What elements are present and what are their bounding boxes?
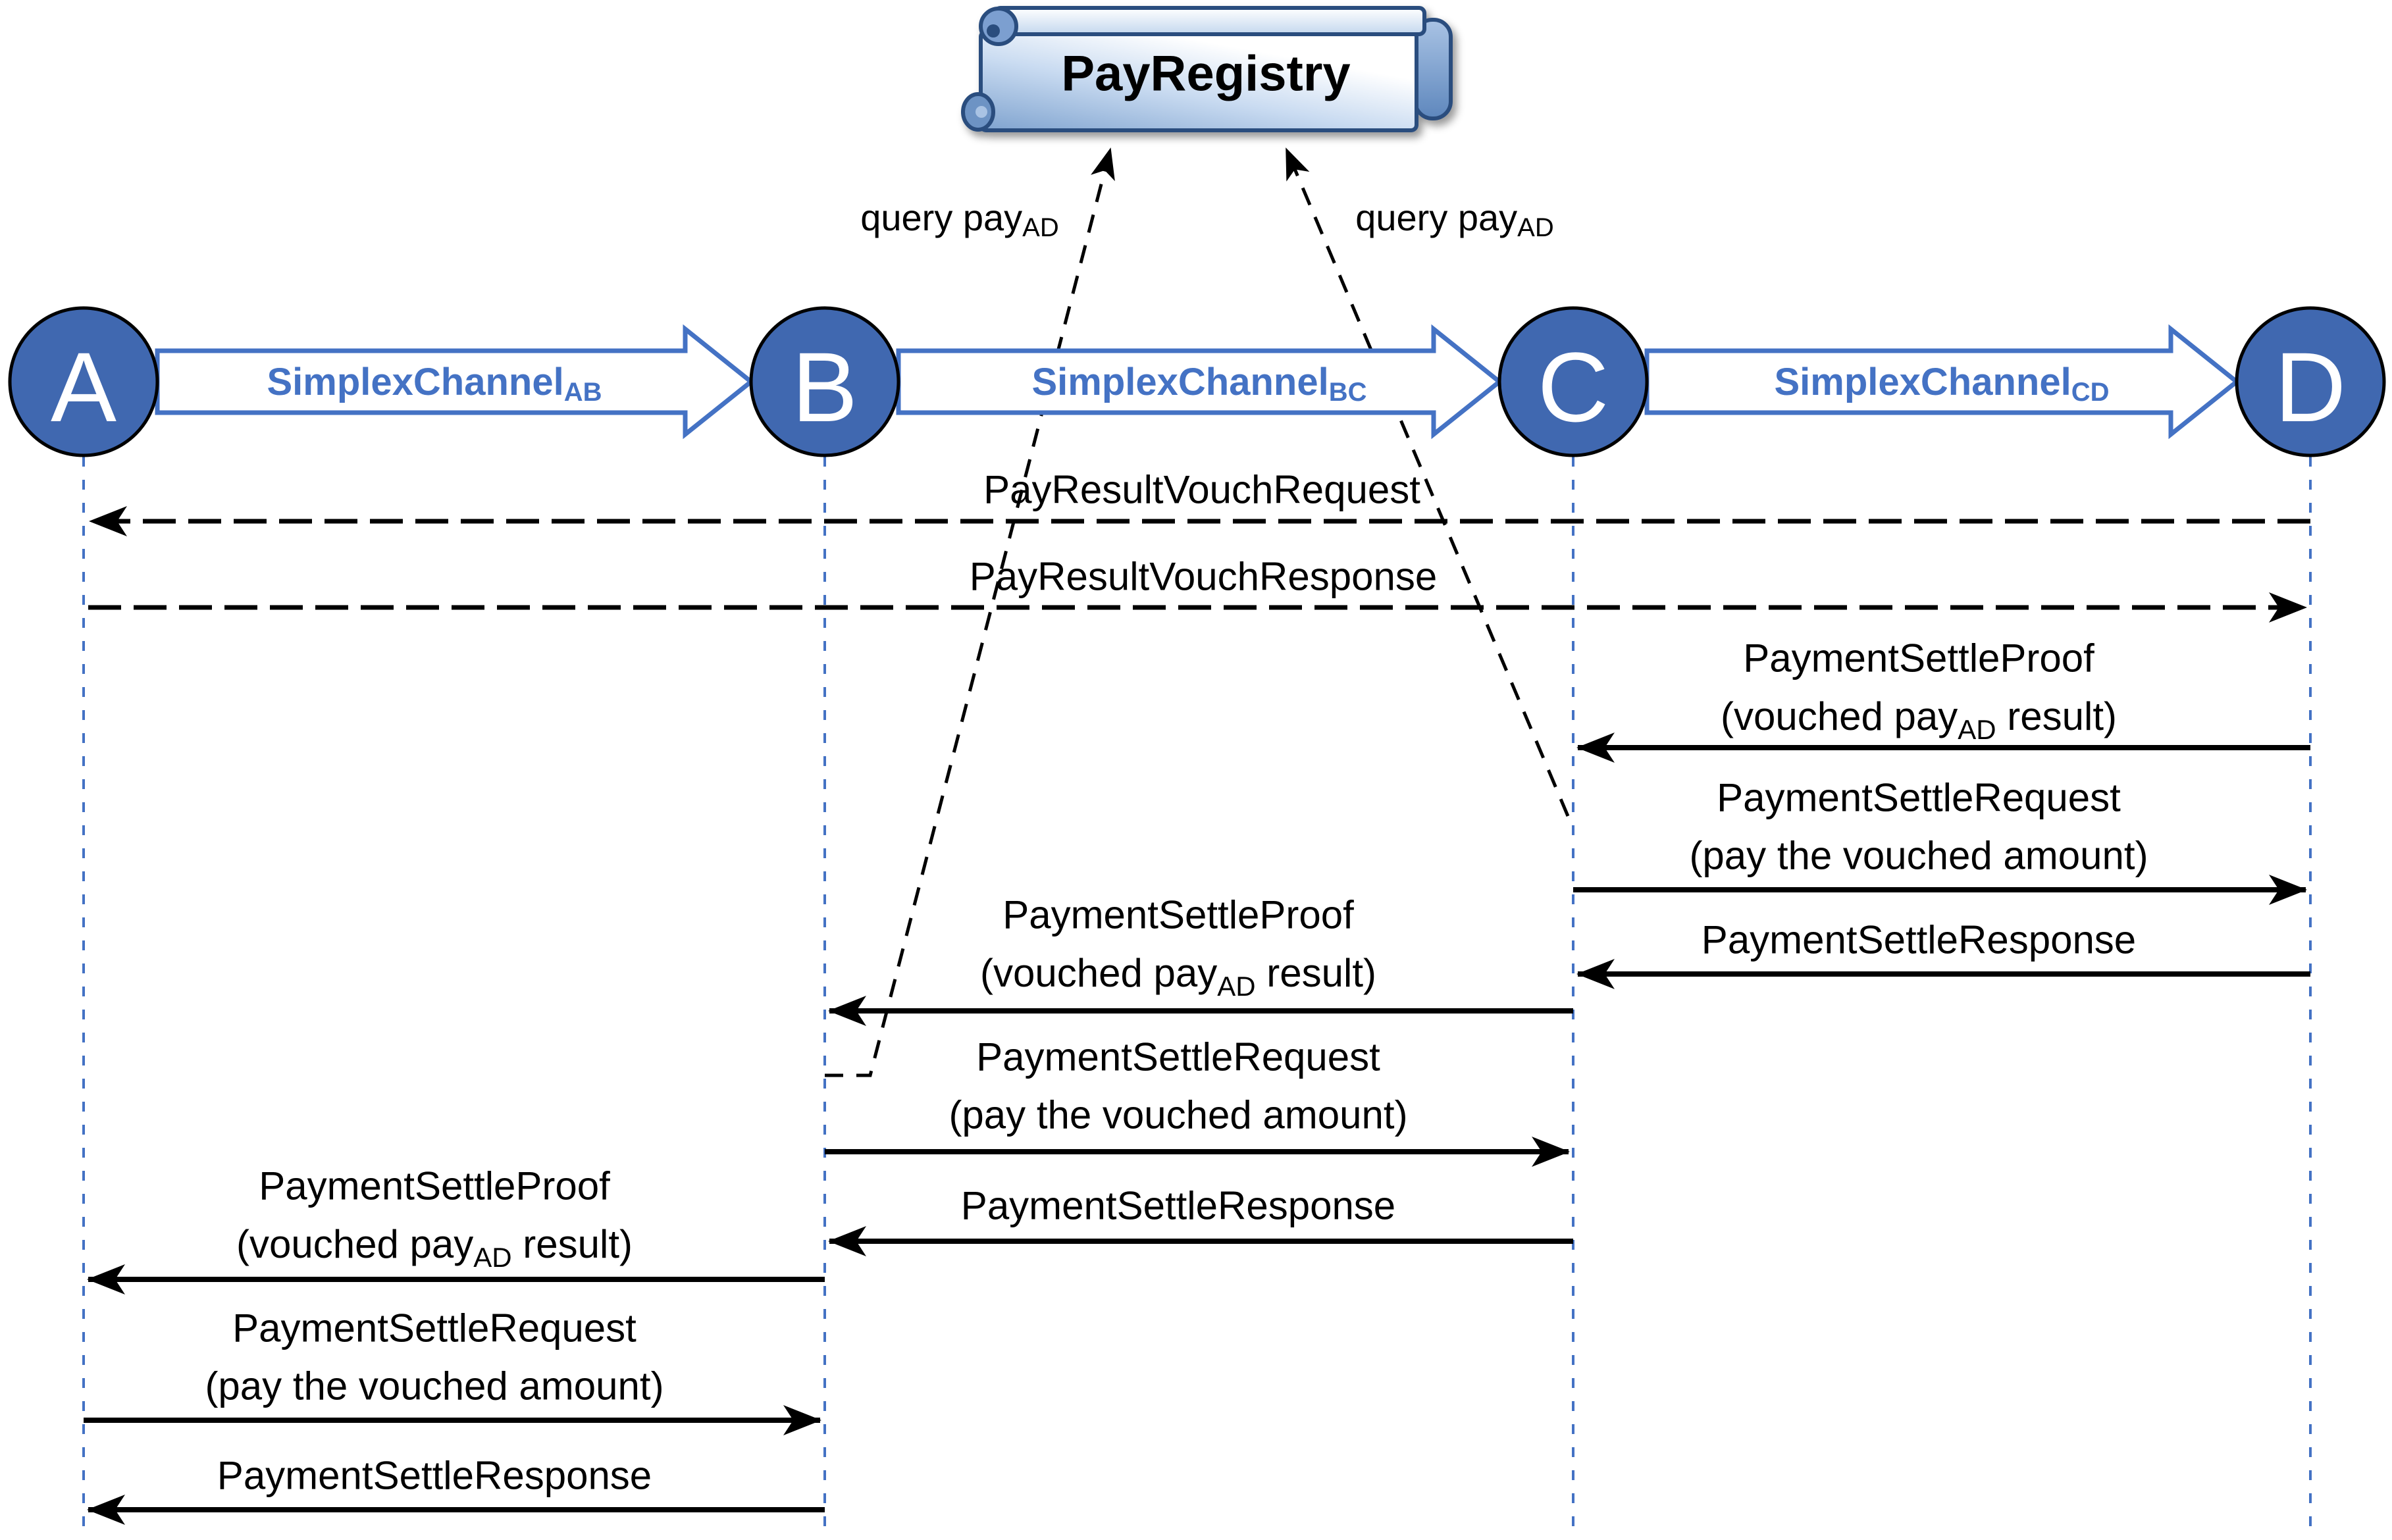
channel-cd-arrow: [1644, 324, 2241, 440]
settle-response-label: PaymentSettleResponse: [1702, 918, 2136, 962]
settle-proof-label: PaymentSettleProof: [259, 1164, 610, 1208]
settle-response-label: PaymentSettleResponse: [961, 1184, 1395, 1228]
channel-bc-label: SimplexChannelBC: [1031, 361, 1366, 407]
query-arrow-right: [1284, 147, 1570, 817]
channel-ab-label: SimplexChannelAB: [267, 361, 602, 407]
message-pay-result-vouch-request: PayResultVouchRequest: [89, 468, 2310, 536]
node-a-circle: [8, 306, 159, 457]
pay-registry: PayRegistry: [961, 6, 1453, 132]
settle-request-label: PaymentSettleRequest: [976, 1035, 1380, 1079]
query-label-right: query payAD: [1355, 197, 1554, 243]
node-a-label: A: [51, 332, 117, 442]
node-c-circle: [1497, 306, 1649, 457]
vouch-response-label: PayResultVouchResponse: [970, 555, 1437, 599]
lifelines: [82, 457, 2312, 1535]
settle-group-cd: PaymentSettleProof (vouched payAD result…: [1573, 636, 2310, 989]
registry-scroll-bottom-roll-core: [975, 106, 987, 118]
nodes: A B C D: [8, 306, 2386, 457]
node-b-label: B: [792, 332, 858, 442]
settle-proof-label: PaymentSettleProof: [1743, 636, 2094, 680]
settle-response-label: PaymentSettleResponse: [217, 1454, 652, 1498]
settle-group-ab: PaymentSettleProof (vouched payAD result…: [84, 1164, 825, 1525]
node-c-label: C: [1538, 332, 1609, 442]
channel-cd-label: SimplexChannelCD: [1774, 361, 2109, 407]
query-label-left: query payAD: [860, 197, 1059, 243]
node-b-circle: [749, 306, 900, 457]
settle-group-bc: PaymentSettleProof (vouched payAD result…: [825, 893, 1573, 1256]
registry-queries: query payAD query payAD: [825, 147, 1570, 1077]
query-arrow-left: [825, 147, 1115, 1077]
registry-scroll-top-band: [993, 6, 1426, 36]
message-pay-result-vouch-response: PayResultVouchResponse: [88, 555, 2307, 623]
settle-proof-label: PaymentSettleProof: [1002, 893, 1354, 937]
settle-proof-note: (vouched payAD result): [236, 1222, 633, 1273]
vouch-request-label: PayResultVouchRequest: [983, 468, 1420, 512]
registry-scroll-top-curl-hook: [987, 24, 1000, 38]
settle-request-label: PaymentSettleRequest: [1717, 776, 2121, 820]
pay-registry-title: PayRegistry: [1061, 46, 1350, 102]
settle-request-note: (pay the vouched amount): [1689, 834, 2148, 878]
settle-proof-note: (vouched payAD result): [1721, 694, 2117, 745]
settle-proof-note: (vouched payAD result): [980, 951, 1376, 1002]
node-d-label: D: [2275, 332, 2346, 442]
channel-bc-arrow: [896, 324, 1503, 440]
node-d-circle: [2235, 306, 2386, 457]
channels: SimplexChannelAB SimplexChannelBC Simple…: [155, 324, 2241, 440]
channel-ab-arrow: [155, 324, 755, 440]
settle-request-note: (pay the vouched amount): [949, 1093, 1407, 1137]
settle-request-label: PaymentSettleRequest: [232, 1306, 637, 1350]
settle-request-note: (pay the vouched amount): [205, 1364, 663, 1408]
registry-scroll-top-curl: [979, 7, 1018, 46]
